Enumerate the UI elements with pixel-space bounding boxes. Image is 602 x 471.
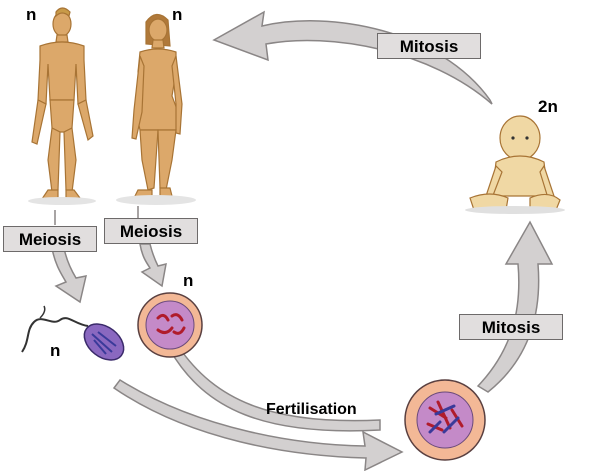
mitosis-right-box: Mitosis <box>459 314 563 340</box>
mitosis-top-box: Mitosis <box>377 33 481 59</box>
meiosis-female-box: Meiosis <box>104 218 198 244</box>
fertilisation-arrow-sperm <box>112 378 404 471</box>
male-ploidy-label: n <box>26 5 37 24</box>
baby-ploidy-label: 2n <box>538 97 558 116</box>
sperm-cell <box>21 305 125 361</box>
female-figure <box>131 13 183 199</box>
female-ploidy-label: n <box>172 5 183 24</box>
sperm-ploidy-label: n <box>50 341 61 360</box>
meiosis-male-box: Meiosis <box>3 226 97 252</box>
egg-cell <box>137 292 203 358</box>
egg-ploidy-label: n <box>183 271 194 290</box>
meiosis-male-arrow <box>51 247 87 304</box>
male-figure <box>31 7 94 200</box>
fertilisation-label: Fertilisation <box>266 401 357 418</box>
zygote-cell <box>404 379 486 461</box>
meiosis-female-arrow <box>139 243 167 288</box>
mitosis-right-arrow <box>476 220 554 393</box>
fertilisation-arrow-egg <box>168 345 381 432</box>
baby-figure <box>469 115 561 211</box>
